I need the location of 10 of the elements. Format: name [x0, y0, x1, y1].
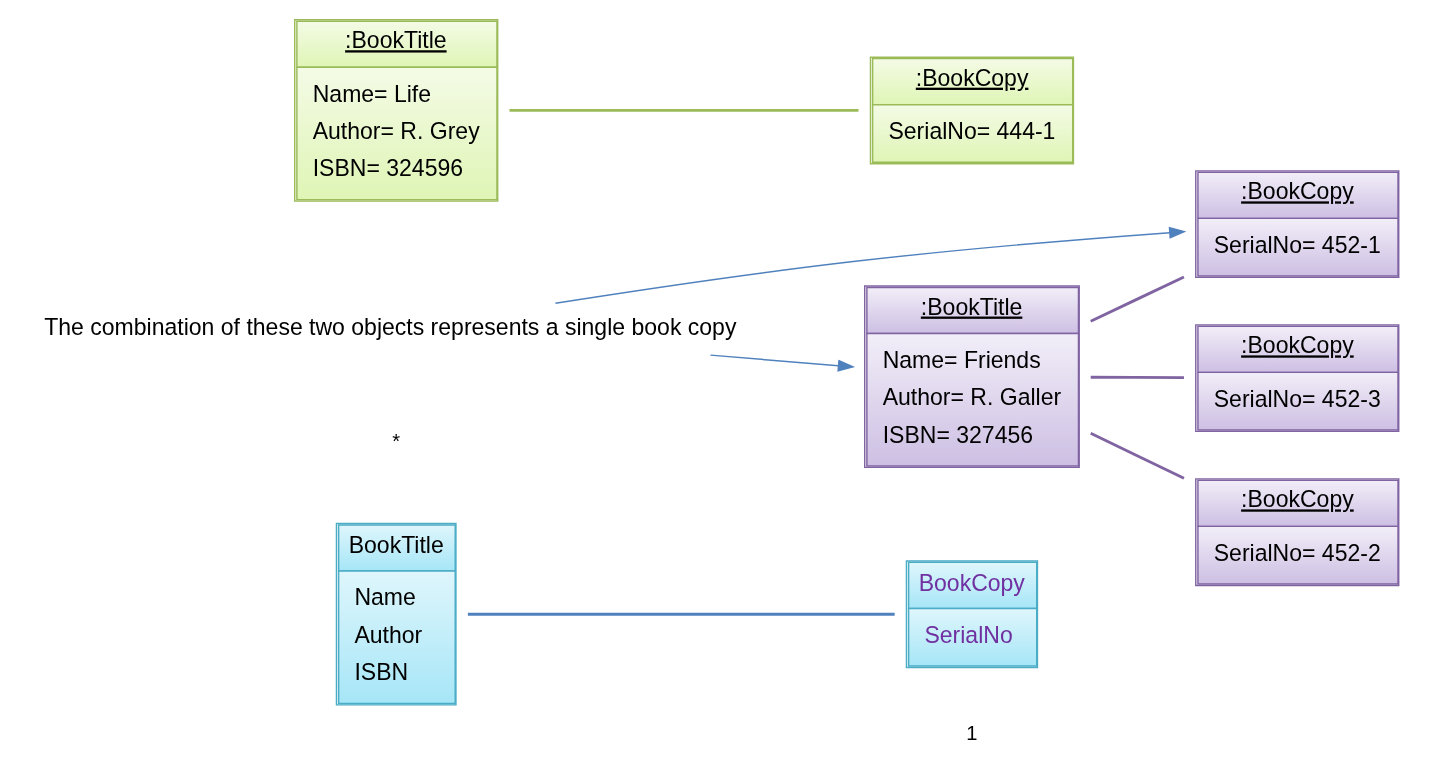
label: 1 [965, 722, 978, 745]
arrow [709, 354, 855, 372]
connector [508, 109, 858, 112]
connector [467, 612, 895, 616]
node-text: The combination of these two objects represents a single book copy [43, 313, 736, 340]
connector [1090, 375, 1184, 380]
label: * [391, 430, 400, 453]
arrow [554, 226, 1186, 304]
connector [1089, 431, 1185, 480]
connector [1089, 275, 1185, 323]
